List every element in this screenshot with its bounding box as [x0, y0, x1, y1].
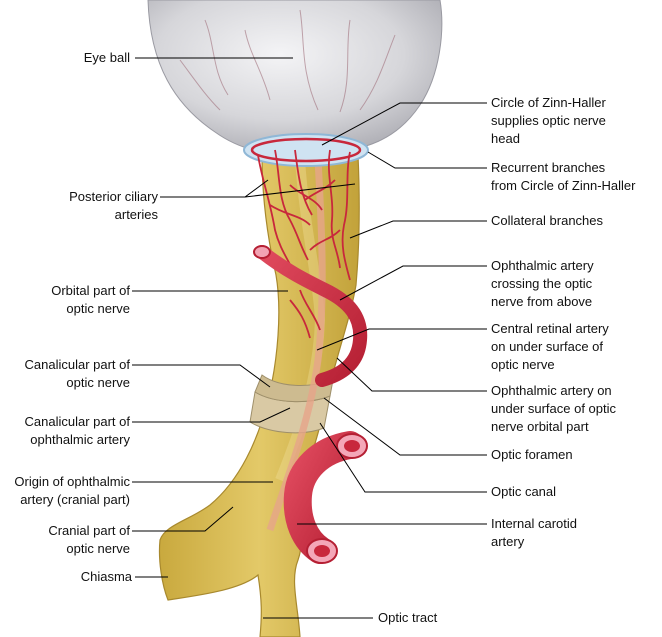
- label-recurrent-branches: Recurrent branches from Circle of Zinn-H…: [491, 159, 635, 195]
- label-central-retinal-artery: Central retinal artery on under surface …: [491, 320, 609, 374]
- label-line: Orbital part of: [51, 283, 130, 298]
- label-line: Origin of ophthalmic: [14, 474, 130, 489]
- label-line: Circle of Zinn-Haller: [491, 95, 606, 110]
- label-line: nerve from above: [491, 294, 593, 309]
- label-ophthalmic-artery-crossing: Ophthalmic artery crossing the optic ner…: [491, 257, 594, 311]
- label-line: Ophthalmic artery on: [491, 383, 612, 398]
- label-line: optic nerve: [66, 375, 130, 390]
- leader-lines: [132, 57, 487, 619]
- label-optic-tract: Optic tract: [378, 609, 437, 627]
- eyeball: [147, 0, 443, 156]
- label-ophthalmic-artery-under-surface: Ophthalmic artery on under surface of op…: [491, 382, 616, 436]
- label-line: Internal carotid: [491, 516, 577, 531]
- label-line: Cranial part of: [48, 523, 130, 538]
- label-line: Chiasma: [80, 569, 132, 584]
- label-chiasma: Chiasma: [8, 568, 132, 586]
- label-line: Canalicular part of: [24, 414, 131, 429]
- label-line: nerve orbital part: [491, 419, 589, 434]
- label-eye-ball: Eye ball: [8, 49, 130, 67]
- label-line: artery (cranial part): [20, 492, 130, 507]
- label-line: optic nerve: [66, 301, 130, 316]
- label-line: head: [491, 131, 520, 146]
- label-line: ophthalmic artery: [30, 432, 130, 447]
- label-line: Ophthalmic artery: [491, 258, 594, 273]
- label-line: Optic foramen: [491, 447, 573, 462]
- label-canalicular-part-optic-nerve: Canalicular part of optic nerve: [4, 356, 131, 392]
- label-optic-foramen: Optic foramen: [491, 446, 573, 464]
- label-line: Posterior ciliary: [69, 189, 158, 204]
- label-orbital-part-optic-nerve: Orbital part of optic nerve: [8, 282, 130, 318]
- label-line: Canalicular part of: [24, 357, 131, 372]
- label-line: Eye ball: [83, 50, 130, 65]
- label-line: Recurrent branches: [491, 160, 606, 175]
- label-cranial-part-optic-nerve: Cranial part of optic nerve: [8, 522, 130, 558]
- label-canalicular-part-ophthalmic-artery: Canalicular part of ophthalmic artery: [4, 413, 131, 449]
- label-line: optic nerve: [491, 357, 555, 372]
- label-line: under surface of optic: [491, 401, 617, 416]
- label-line: from Circle of Zinn-Haller: [491, 178, 636, 193]
- label-line: on under surface of: [491, 339, 604, 354]
- label-line: arteries: [114, 207, 158, 222]
- label-collateral-branches: Collateral branches: [491, 212, 603, 230]
- label-line: Optic tract: [378, 610, 438, 625]
- label-posterior-ciliary-arteries: Posterior ciliary arteries: [8, 188, 158, 224]
- label-line: artery: [491, 534, 525, 549]
- circle-of-zinn-haller: [243, 133, 369, 167]
- label-line: crossing the optic: [491, 276, 593, 291]
- label-circle-of-zinn-haller: Circle of Zinn-Haller supplies optic ner…: [491, 94, 606, 148]
- internal-carotid-artery: [283, 431, 368, 564]
- label-origin-ophthalmic-artery: Origin of ophthalmic artery (cranial par…: [0, 473, 130, 509]
- label-line: supplies optic nerve: [491, 113, 606, 128]
- label-internal-carotid-artery: Internal carotid artery: [491, 515, 577, 551]
- label-line: Collateral branches: [491, 213, 604, 228]
- label-line: optic nerve: [66, 541, 130, 556]
- label-line: Optic canal: [491, 484, 557, 499]
- collateral-branches: [257, 149, 351, 339]
- label-line: Central retinal artery: [491, 321, 609, 336]
- label-optic-canal: Optic canal: [491, 483, 556, 501]
